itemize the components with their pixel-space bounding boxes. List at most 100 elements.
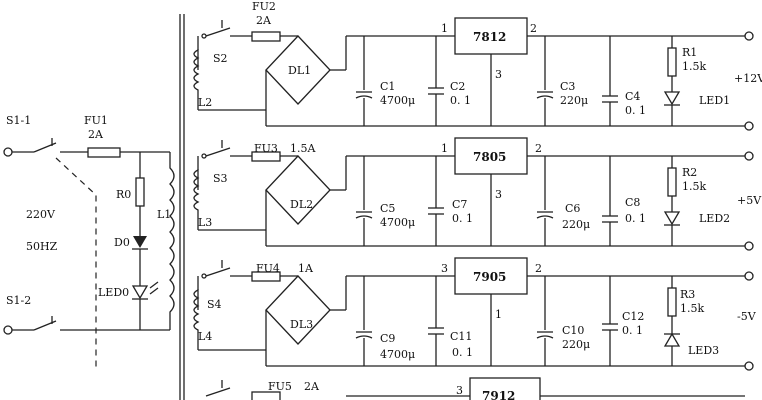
label-s1-1: S1-1 <box>6 114 31 127</box>
label-0-reg: 7812 <box>473 30 506 44</box>
label-2-pin_gnd: 1 <box>495 308 502 321</box>
mains-terminal-bottom <box>3 325 13 335</box>
channel-1 <box>193 17 754 131</box>
label-1-fuse: FU3 <box>254 142 278 155</box>
label-2-reg: 7905 <box>473 270 506 284</box>
labels-ch2: S3 FU3 1.5A L3 DL2 C5 4700μ C7 0. 1 7805… <box>198 142 762 231</box>
led0-icon <box>131 285 149 300</box>
label-2-r: R3 <box>680 288 695 301</box>
label-r0: R0 <box>116 188 131 201</box>
label-0-c_out: C3 <box>560 80 575 93</box>
label-0-fuse_rating: 2A <box>256 14 272 27</box>
label-1-c_out_val: 220μ <box>562 218 590 231</box>
label-2-c_hf: C11 <box>450 330 472 343</box>
label-0-c_in: C1 <box>380 80 395 93</box>
label-0-bridge: DL1 <box>288 64 311 77</box>
primary-winding <box>169 152 175 330</box>
label-0-pin_out: 2 <box>530 22 537 35</box>
label-0-output: +12V <box>734 72 762 85</box>
label-0-r: R1 <box>682 46 697 59</box>
fuse-fu1 <box>87 147 121 158</box>
label-1-c_in: C5 <box>380 202 395 215</box>
label-7912: 7912 <box>482 389 515 400</box>
label-0-switch: S2 <box>213 52 228 65</box>
label-2-switch: S4 <box>207 298 222 311</box>
regulator-7912 <box>469 377 541 400</box>
label-l1: L1 <box>157 208 171 221</box>
label-fu5-rating: 2A <box>304 380 320 393</box>
label-2-c_out2: C12 <box>622 310 644 323</box>
label-1-pin_gnd: 3 <box>495 188 502 201</box>
label-0-c_out_val: 220μ <box>560 94 588 107</box>
labels-ch1: S2 FU2 2A L2 DL1 C1 4700μ C2 0. 1 7812 1… <box>198 0 762 117</box>
label-2-c_out: C10 <box>562 324 584 337</box>
label-1-reg: 7805 <box>473 150 506 164</box>
label-1-c_out2: C8 <box>625 196 640 209</box>
bridge-dl1 <box>265 35 331 105</box>
label-0-c_hf_val: 0. 1 <box>450 94 471 107</box>
resistor-r0 <box>135 177 145 207</box>
label-0-pin_gnd: 3 <box>495 68 502 81</box>
label-0-c_in_val: 4700μ <box>380 94 415 107</box>
mains-section: S1-1 S1-2 FU1 2A 220V 50HZ R0 D0 LED0 L1 <box>3 114 175 370</box>
label-0-fuse: FU2 <box>252 0 276 13</box>
channel-2 <box>193 137 754 251</box>
label-1-r_val: 1.5k <box>682 180 706 193</box>
label-voltage: 220V <box>26 208 56 221</box>
label-pin-in-4: 3 <box>456 384 463 397</box>
label-s1-2: S1-2 <box>6 294 31 307</box>
label-frequency: 50HZ <box>26 240 58 253</box>
label-0-c_out2_val: 0. 1 <box>625 104 646 117</box>
label-0-led: LED1 <box>699 94 730 107</box>
label-0-r_val: 1.5k <box>682 60 706 73</box>
label-led0: LED0 <box>98 286 129 299</box>
label-1-r: R2 <box>682 166 697 179</box>
channel-4-partial: FU5 2A 3 7912 <box>205 377 745 400</box>
label-fu5: FU5 <box>268 380 292 393</box>
label-1-led: LED2 <box>699 212 730 225</box>
label-1-switch: S3 <box>213 172 228 185</box>
label-0-c_out2: C4 <box>625 90 640 103</box>
label-2-led: LED3 <box>688 344 719 357</box>
label-1-fuse_rating: 1.5A <box>290 142 316 155</box>
label-2-c_out_val: 220μ <box>562 338 590 351</box>
label-2-c_hf_val: 0. 1 <box>452 346 473 359</box>
channel-3 <box>193 257 754 371</box>
label-1-c_hf: C7 <box>452 198 467 211</box>
label-2-winding: L4 <box>198 330 212 343</box>
label-1-c_hf_val: 0. 1 <box>452 212 473 225</box>
fuse-fu2 <box>251 31 281 42</box>
label-2-pin_in: 3 <box>441 262 448 275</box>
label-2-r_val: 1.5k <box>680 302 704 315</box>
mains-terminal-top <box>3 147 13 157</box>
label-2-fuse: FU4 <box>256 262 280 275</box>
label-1-pin_in: 1 <box>441 142 448 155</box>
label-1-c_out: C6 <box>565 202 580 215</box>
label-1-bridge: DL2 <box>290 198 313 211</box>
switch-link <box>55 157 97 370</box>
winding-l2 <box>193 48 200 110</box>
label-1-winding: L3 <box>198 216 212 229</box>
label-2-c_in_val: 4700μ <box>380 348 415 361</box>
label-1-c_out2_val: 0. 1 <box>625 212 646 225</box>
label-2-fuse_rating: 1A <box>298 262 314 275</box>
switch-s1-2 <box>33 320 57 331</box>
switch-s1-1 <box>33 142 57 153</box>
labels-ch3: S4 FU4 1A L4 DL3 C9 4700μ C11 0. 1 7905 … <box>198 262 757 361</box>
label-2-c_out2_val: 0. 1 <box>622 324 643 337</box>
label-2-output: -5V <box>737 310 757 323</box>
label-2-bridge: DL3 <box>290 318 313 331</box>
label-1-c_in_val: 4700μ <box>380 216 415 229</box>
label-0-c_hf: C2 <box>450 80 465 93</box>
label-fu1-rating: 2A <box>88 128 104 141</box>
label-0-pin_in: 1 <box>441 22 448 35</box>
label-0-winding: L2 <box>198 96 212 109</box>
label-1-pin_out: 2 <box>535 142 542 155</box>
label-2-pin_out: 2 <box>535 262 542 275</box>
switch-s2 <box>205 27 231 37</box>
diode-d0 <box>133 236 147 248</box>
label-2-c_in: C9 <box>380 332 395 345</box>
label-fu1: FU1 <box>84 114 108 127</box>
label-d0: D0 <box>114 236 130 249</box>
